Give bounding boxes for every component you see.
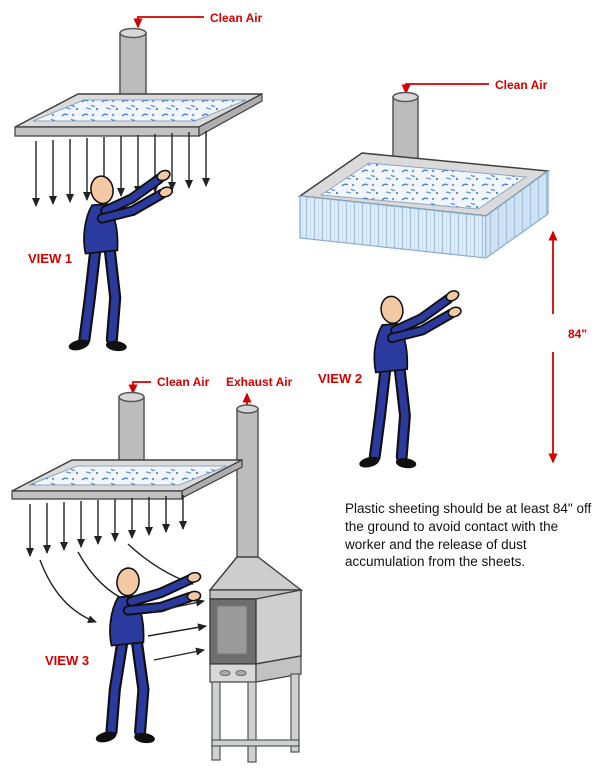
worker-view2 [358,289,462,469]
clean-air-arrow-view1 [133,16,204,29]
height-dimension-arrow: 84" [548,230,587,464]
clean-air-label-view1: Clean Air [210,11,263,25]
view1-label: VIEW 1 [28,251,72,266]
booth-control-panel [209,663,257,683]
supply-hood-view2 [297,152,551,217]
supply-duct-view2 [392,91,419,160]
sheeting-note: Plastic sheeting should be at least 84" … [345,501,592,570]
view2-illustration: Clean Air VIEW 2 84" [297,78,587,469]
view2-label: VIEW 2 [318,371,362,386]
exhaust-air-label: Exhaust Air [226,375,293,389]
supply-duct-view3 [118,391,145,464]
clean-air-label-view2: Clean Air [495,78,548,92]
exhaust-duct [236,404,259,562]
view3-label: VIEW 3 [45,653,89,668]
sheet-height-label: 84" [568,327,587,341]
clean-air-arrow-view3 [128,381,151,395]
worker-view1 [68,169,174,353]
airflow-down-arrows-view1 [32,131,210,207]
clean-air-arrow-view2 [401,83,489,95]
airflow-down-arrows-view3 [26,495,187,557]
view3-illustration: Clean Air Exhaust Air [11,375,304,763]
airflow-into-booth-arrows [147,598,207,661]
clean-air-label-view3: Clean Air [157,375,210,389]
plastic-sheeting [299,169,549,260]
exhaust-booth [208,556,304,763]
worker-view3 [95,567,202,744]
supply-hood-view1 [14,93,263,138]
view1-illustration: Clean Air VIEW 1 [14,11,263,353]
supply-hood-view3 [11,459,243,500]
